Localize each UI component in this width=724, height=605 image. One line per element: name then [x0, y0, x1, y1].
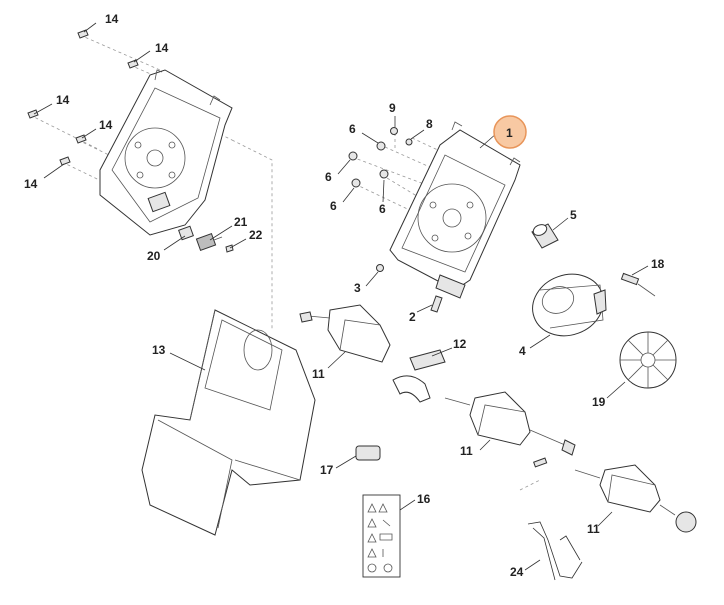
screw-14-b: [127, 59, 139, 69]
label-6-a: 6: [349, 122, 356, 136]
label-18: 18: [651, 257, 665, 271]
highlight-circle-part-1: [493, 115, 527, 149]
screw-14-e: [59, 156, 71, 166]
label-4: 4: [519, 344, 526, 358]
electric-motor: [532, 273, 607, 337]
screw-6-a: [376, 141, 386, 151]
label-6-b: 6: [325, 170, 332, 184]
motor-housing: [389, 121, 521, 299]
label-5: 5: [570, 208, 577, 222]
part-20-sleeve: [178, 225, 194, 241]
part-18-cable: [620, 272, 656, 297]
label-17: 17: [320, 463, 334, 477]
label-11-c: 11: [587, 522, 600, 536]
label-6-d: 6: [379, 202, 386, 216]
part-22-screw: [225, 244, 234, 253]
label-6-c: 6: [330, 199, 337, 213]
label-16: 16: [417, 492, 431, 506]
label-9: 9: [389, 101, 396, 115]
label-22: 22: [249, 228, 263, 242]
label-20: 20: [147, 249, 161, 263]
warning-label-sheet: [362, 494, 401, 578]
part-17-sleeve: [355, 445, 381, 461]
part-labels: 14 14 14 14 14 20 21 22 13 1 9 8 6 6 6 6…: [24, 12, 665, 579]
nut-9: [390, 127, 398, 135]
label-14-c: 14: [56, 93, 70, 107]
handle-clamp: [392, 349, 446, 403]
rear-housing-plate: [99, 69, 233, 236]
label-14-e: 14: [24, 177, 38, 191]
leader-lines: [33, 22, 649, 571]
screw-6-d: [351, 178, 361, 188]
label-1: 1: [506, 126, 513, 140]
label-11-b: 11: [460, 444, 473, 458]
label-13: 13: [152, 343, 166, 357]
screw-14-c: [27, 109, 39, 119]
label-14-d: 14: [99, 118, 113, 132]
label-24: 24: [510, 565, 524, 579]
label-19: 19: [592, 395, 606, 409]
label-21: 21: [234, 215, 248, 229]
screw-3: [376, 264, 384, 272]
grass-catcher: [141, 309, 316, 536]
washer-8: [405, 138, 413, 146]
screw-6-b: [348, 151, 358, 161]
screw-14-a: [77, 29, 89, 39]
switch-box-11-c: [574, 464, 697, 533]
switch-box-11-a: [299, 304, 391, 363]
screw-6-c: [379, 169, 389, 179]
part-2-key: [430, 295, 443, 313]
label-2: 2: [409, 310, 416, 324]
pin: [533, 457, 548, 468]
label-11-a: 11: [312, 367, 325, 381]
label-12: 12: [453, 337, 467, 351]
label-8: 8: [426, 117, 433, 131]
wire-bracket: [527, 521, 583, 581]
switch-box-11-b: [444, 391, 576, 456]
label-3: 3: [354, 281, 361, 295]
part-5-sleeve: [531, 223, 559, 249]
label-14-a: 14: [105, 12, 119, 26]
label-14-b: 14: [155, 41, 169, 55]
part-21-connector: [195, 232, 223, 252]
cooling-fan: [619, 331, 677, 389]
